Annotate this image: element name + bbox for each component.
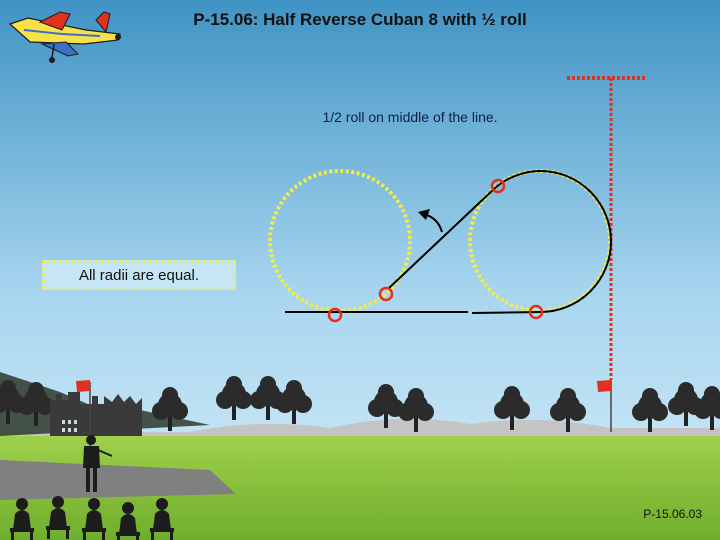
horizon-strip: [0, 418, 720, 440]
marker-rings: [327, 178, 544, 323]
airplane-icon: [8, 11, 121, 63]
left-loop-guide: [268, 169, 412, 313]
arrow-icon: [418, 209, 443, 233]
marker-ring: [327, 307, 343, 323]
right-loop-guide: [468, 169, 612, 313]
castle-icon: [50, 392, 142, 436]
flag-icon: [597, 380, 612, 432]
roll-note: 1/2 roll on middle of the line.: [322, 109, 498, 125]
marker-ring: [528, 304, 544, 320]
radii-note-box: All radii are equal.: [42, 260, 236, 290]
figure-number: P-15.06.03: [643, 507, 702, 521]
grass-field: [0, 436, 720, 540]
runway: [0, 460, 236, 500]
page-title: P-15.06: Half Reverse Cuban 8 with ½ rol…: [193, 10, 527, 29]
marker-ring: [378, 286, 394, 302]
pilot-figure: [83, 435, 113, 492]
flight-path: [285, 169, 612, 314]
marker-ring: [490, 178, 506, 194]
radii-note: All radii are equal.: [78, 266, 200, 284]
